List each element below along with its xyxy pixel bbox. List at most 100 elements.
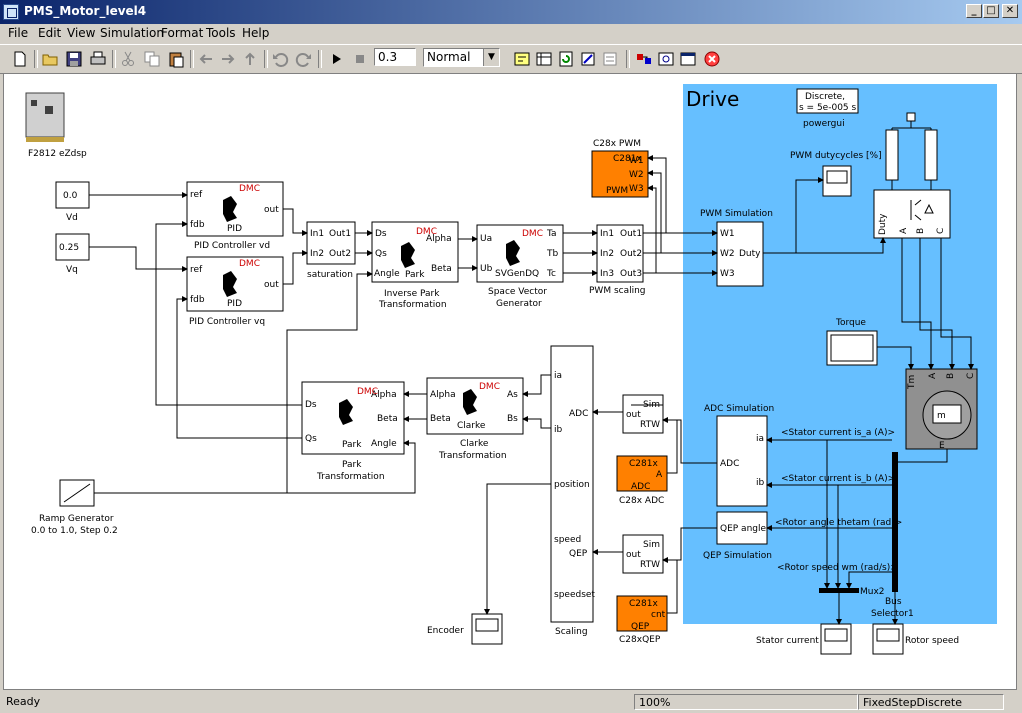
menu-simulation[interactable]: Simulation bbox=[100, 26, 164, 40]
adc-sim-block[interactable] bbox=[716, 415, 768, 507]
maximize-button[interactable]: □ bbox=[983, 4, 999, 18]
ti-logo-icon bbox=[223, 196, 237, 222]
title-bar: PMS_Motor_level4 _ □ ✕ bbox=[0, 0, 1022, 24]
pid-vd-label: PID Controller vd bbox=[194, 241, 270, 251]
ti-logo-icon bbox=[401, 242, 415, 268]
new-icon[interactable] bbox=[10, 49, 30, 69]
bus-selector-block[interactable] bbox=[892, 452, 898, 592]
c28x-pwm-pwm: PWM bbox=[606, 186, 628, 196]
pid-vq-dmc: DMC bbox=[239, 259, 260, 269]
forward-icon[interactable] bbox=[218, 49, 238, 69]
start-icon[interactable] bbox=[326, 49, 346, 69]
park-block[interactable] bbox=[301, 381, 405, 455]
inverter-block[interactable] bbox=[873, 189, 951, 239]
stop-icon[interactable] bbox=[350, 49, 370, 69]
print-icon[interactable] bbox=[88, 49, 108, 69]
ramp-label: Ramp Generator bbox=[39, 514, 114, 524]
saturation-label: saturation bbox=[307, 270, 353, 280]
pwm-sim-block[interactable] bbox=[716, 221, 764, 287]
menu-file[interactable]: File bbox=[8, 26, 29, 40]
c28x-qep-label: C28xQEP bbox=[619, 635, 661, 645]
cut-icon[interactable] bbox=[118, 49, 138, 69]
svgen-block[interactable] bbox=[476, 224, 564, 283]
model-canvas[interactable]: Drive F2812 eZdsp 0.0 Vd 0.25 Vq ref fdb… bbox=[3, 73, 1017, 690]
update-diagram-icon[interactable] bbox=[556, 49, 576, 69]
svgen-label2: Generator bbox=[496, 299, 542, 309]
saturation-block[interactable] bbox=[306, 221, 356, 265]
motor-a: A bbox=[928, 372, 938, 379]
minimize-button[interactable]: _ bbox=[966, 4, 982, 18]
menu-edit[interactable]: Edit bbox=[38, 26, 62, 40]
inverter-a: A bbox=[899, 227, 909, 234]
pwms-in2: In2 bbox=[600, 249, 614, 259]
c28x-adc-block[interactable] bbox=[616, 455, 668, 492]
copy-icon[interactable] bbox=[142, 49, 162, 69]
scaling-ia: ia bbox=[554, 371, 562, 381]
clarke-block[interactable] bbox=[426, 377, 524, 435]
library-browser-icon[interactable] bbox=[512, 49, 532, 69]
selector-label: Selector1 bbox=[871, 609, 914, 619]
menu-tools[interactable]: Tools bbox=[206, 26, 236, 40]
up-icon[interactable] bbox=[240, 49, 260, 69]
c28x-pwm-label: C28x PWM bbox=[593, 139, 641, 149]
ezdsp-board-icon[interactable] bbox=[25, 92, 65, 142]
pwms-in3: In3 bbox=[600, 269, 614, 279]
pid-vd-block[interactable] bbox=[186, 181, 284, 237]
build-icon[interactable] bbox=[578, 49, 598, 69]
pwm-scaling-label: PWM scaling bbox=[589, 286, 646, 296]
c28x-qep-block[interactable] bbox=[616, 595, 668, 632]
debugger-icon[interactable] bbox=[600, 49, 620, 69]
undo-icon[interactable] bbox=[270, 49, 290, 69]
park-label2: Transformation bbox=[316, 472, 385, 482]
pwm-sim-label: PWM Simulation bbox=[700, 209, 773, 219]
model-explorer-icon[interactable] bbox=[534, 49, 554, 69]
simulation-mode-select[interactable]: Normal▼ bbox=[423, 48, 500, 67]
mux-label: Mux2 bbox=[860, 587, 885, 597]
sat-out2: Out2 bbox=[329, 249, 351, 259]
menu-help[interactable]: Help bbox=[242, 26, 270, 40]
mux-block[interactable] bbox=[819, 588, 859, 593]
qep-sim-label: QEP Simulation bbox=[703, 551, 772, 561]
toggle-explorer-icon[interactable] bbox=[634, 49, 654, 69]
inverter-duty: Duty bbox=[878, 213, 888, 235]
powergui-label: powergui bbox=[803, 119, 845, 129]
qep-switch-block[interactable] bbox=[622, 534, 664, 574]
clarke-alpha: Alpha bbox=[430, 390, 456, 400]
svgen-tb: Tb bbox=[546, 249, 558, 259]
back-icon[interactable] bbox=[196, 49, 216, 69]
park-dmc: DMC bbox=[357, 387, 378, 397]
const-vq-block[interactable] bbox=[55, 233, 90, 261]
save-icon[interactable] bbox=[64, 49, 84, 69]
error-icon[interactable] bbox=[702, 49, 722, 69]
pwm-duty-label: PWM dutycycles [%] bbox=[790, 151, 882, 161]
redo-icon[interactable] bbox=[294, 49, 314, 69]
c28x-pwm-block[interactable] bbox=[591, 150, 649, 198]
qep-sim-block[interactable] bbox=[716, 511, 768, 545]
model-properties-icon[interactable] bbox=[656, 49, 676, 69]
menu-view[interactable]: View bbox=[67, 26, 96, 40]
stop-time-input[interactable]: 0.3 bbox=[374, 48, 416, 66]
inverse-park-block[interactable] bbox=[371, 221, 459, 283]
toolbar-separator bbox=[112, 50, 116, 68]
chevron-down-icon[interactable]: ▼ bbox=[483, 49, 499, 66]
clarke-as: As bbox=[507, 390, 518, 400]
scaling-block[interactable] bbox=[550, 345, 594, 623]
svgen-dmc: DMC bbox=[522, 229, 543, 239]
powergui-block[interactable] bbox=[796, 88, 859, 114]
settings-icon[interactable] bbox=[678, 49, 698, 69]
ipark-ds: Ds bbox=[375, 229, 387, 239]
c28x-qep-cnt: cnt bbox=[651, 610, 666, 620]
powergui-line1: Discrete, bbox=[805, 92, 845, 102]
signal-stator-a: <Stator current is_a (A)> bbox=[781, 428, 895, 438]
toolbar-separator bbox=[626, 50, 630, 68]
status-ready: Ready bbox=[6, 695, 41, 708]
torque-block[interactable] bbox=[826, 330, 878, 366]
paste-icon[interactable] bbox=[166, 49, 186, 69]
adc-switch-block[interactable] bbox=[622, 394, 664, 434]
dc-source-icon bbox=[885, 112, 938, 190]
menu-format[interactable]: Format bbox=[161, 26, 204, 40]
close-button[interactable]: ✕ bbox=[1002, 4, 1018, 18]
inverse-park-label2: Transformation bbox=[378, 300, 447, 310]
scaling-adc: ADC bbox=[569, 409, 588, 419]
open-icon[interactable] bbox=[40, 49, 60, 69]
